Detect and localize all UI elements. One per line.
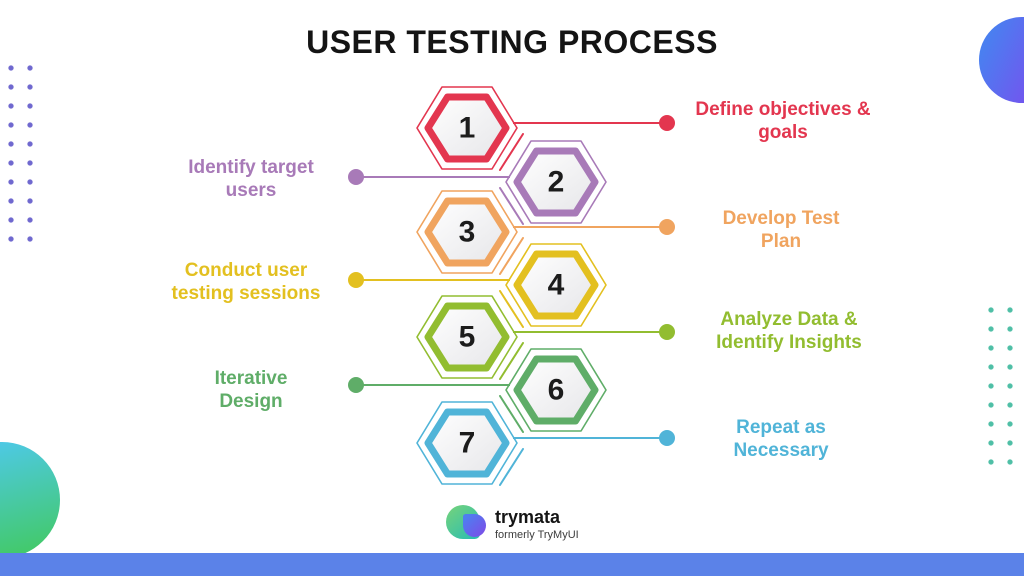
- hexagon-step-7: [424, 408, 510, 478]
- step-1: 1: [416, 86, 675, 171]
- hexagon-step-2: [513, 147, 599, 217]
- step-endpoint-dot: [659, 324, 675, 340]
- trymata-logo-icon: [446, 503, 488, 545]
- step-number: 7: [459, 427, 476, 460]
- hexagon-echo-stroke: [499, 133, 524, 171]
- hexagon-outline: [416, 190, 518, 274]
- hexagon-echo-stroke: [499, 290, 524, 328]
- left-dot-grid-decoration: [7, 64, 45, 250]
- hexagon-echo-stroke: [499, 187, 524, 225]
- step-number: 2: [548, 166, 565, 199]
- right-dot-grid-decoration: [987, 306, 1024, 476]
- hexagon-step-4: [513, 250, 599, 320]
- hexagon-echo-stroke: [499, 395, 524, 433]
- hexagon-step-3: [424, 197, 510, 267]
- step-3: 3: [416, 190, 675, 275]
- step-5: 5: [416, 295, 675, 380]
- hexagon-step-1: [424, 93, 510, 163]
- step-number: 5: [459, 321, 476, 354]
- hexagon-outline: [505, 243, 607, 327]
- hexagon-echo-stroke: [499, 448, 524, 486]
- step-endpoint-dot: [659, 430, 675, 446]
- logo: trymata formerly TryMyUI: [446, 503, 579, 545]
- logo-leaf-blue-icon: [463, 514, 486, 537]
- hexagon-outline: [416, 401, 518, 485]
- logo-tagline: formerly TryMyUI: [495, 529, 579, 541]
- step-number: 4: [548, 269, 565, 302]
- hexagon-outline: [505, 348, 607, 432]
- hexagon-step-6: [513, 355, 599, 425]
- step-7: 7: [416, 401, 675, 486]
- step-6: 6: [348, 348, 607, 433]
- hexagon-outline: [416, 295, 518, 379]
- step-endpoint-dot: [659, 219, 675, 235]
- hexagon-echo-stroke: [499, 237, 524, 275]
- step-2: 2: [348, 140, 607, 225]
- hexagon-echo-stroke: [499, 342, 524, 380]
- hexagon-outline: [416, 86, 518, 170]
- step-number: 1: [459, 112, 476, 145]
- step-endpoint-dot: [659, 115, 675, 131]
- step-endpoint-dot: [348, 272, 364, 288]
- bottom-accent-bar: [0, 553, 1024, 576]
- step-number: 6: [548, 374, 565, 407]
- step-endpoint-dot: [348, 169, 364, 185]
- page-title: USER TESTING PROCESS: [306, 24, 718, 60]
- logo-name: trymata: [495, 507, 561, 527]
- step-number: 3: [459, 216, 476, 249]
- step-endpoint-dot: [348, 377, 364, 393]
- hexagon-outline: [505, 140, 607, 224]
- step-4: 4: [348, 243, 607, 328]
- hexagon-step-5: [424, 302, 510, 372]
